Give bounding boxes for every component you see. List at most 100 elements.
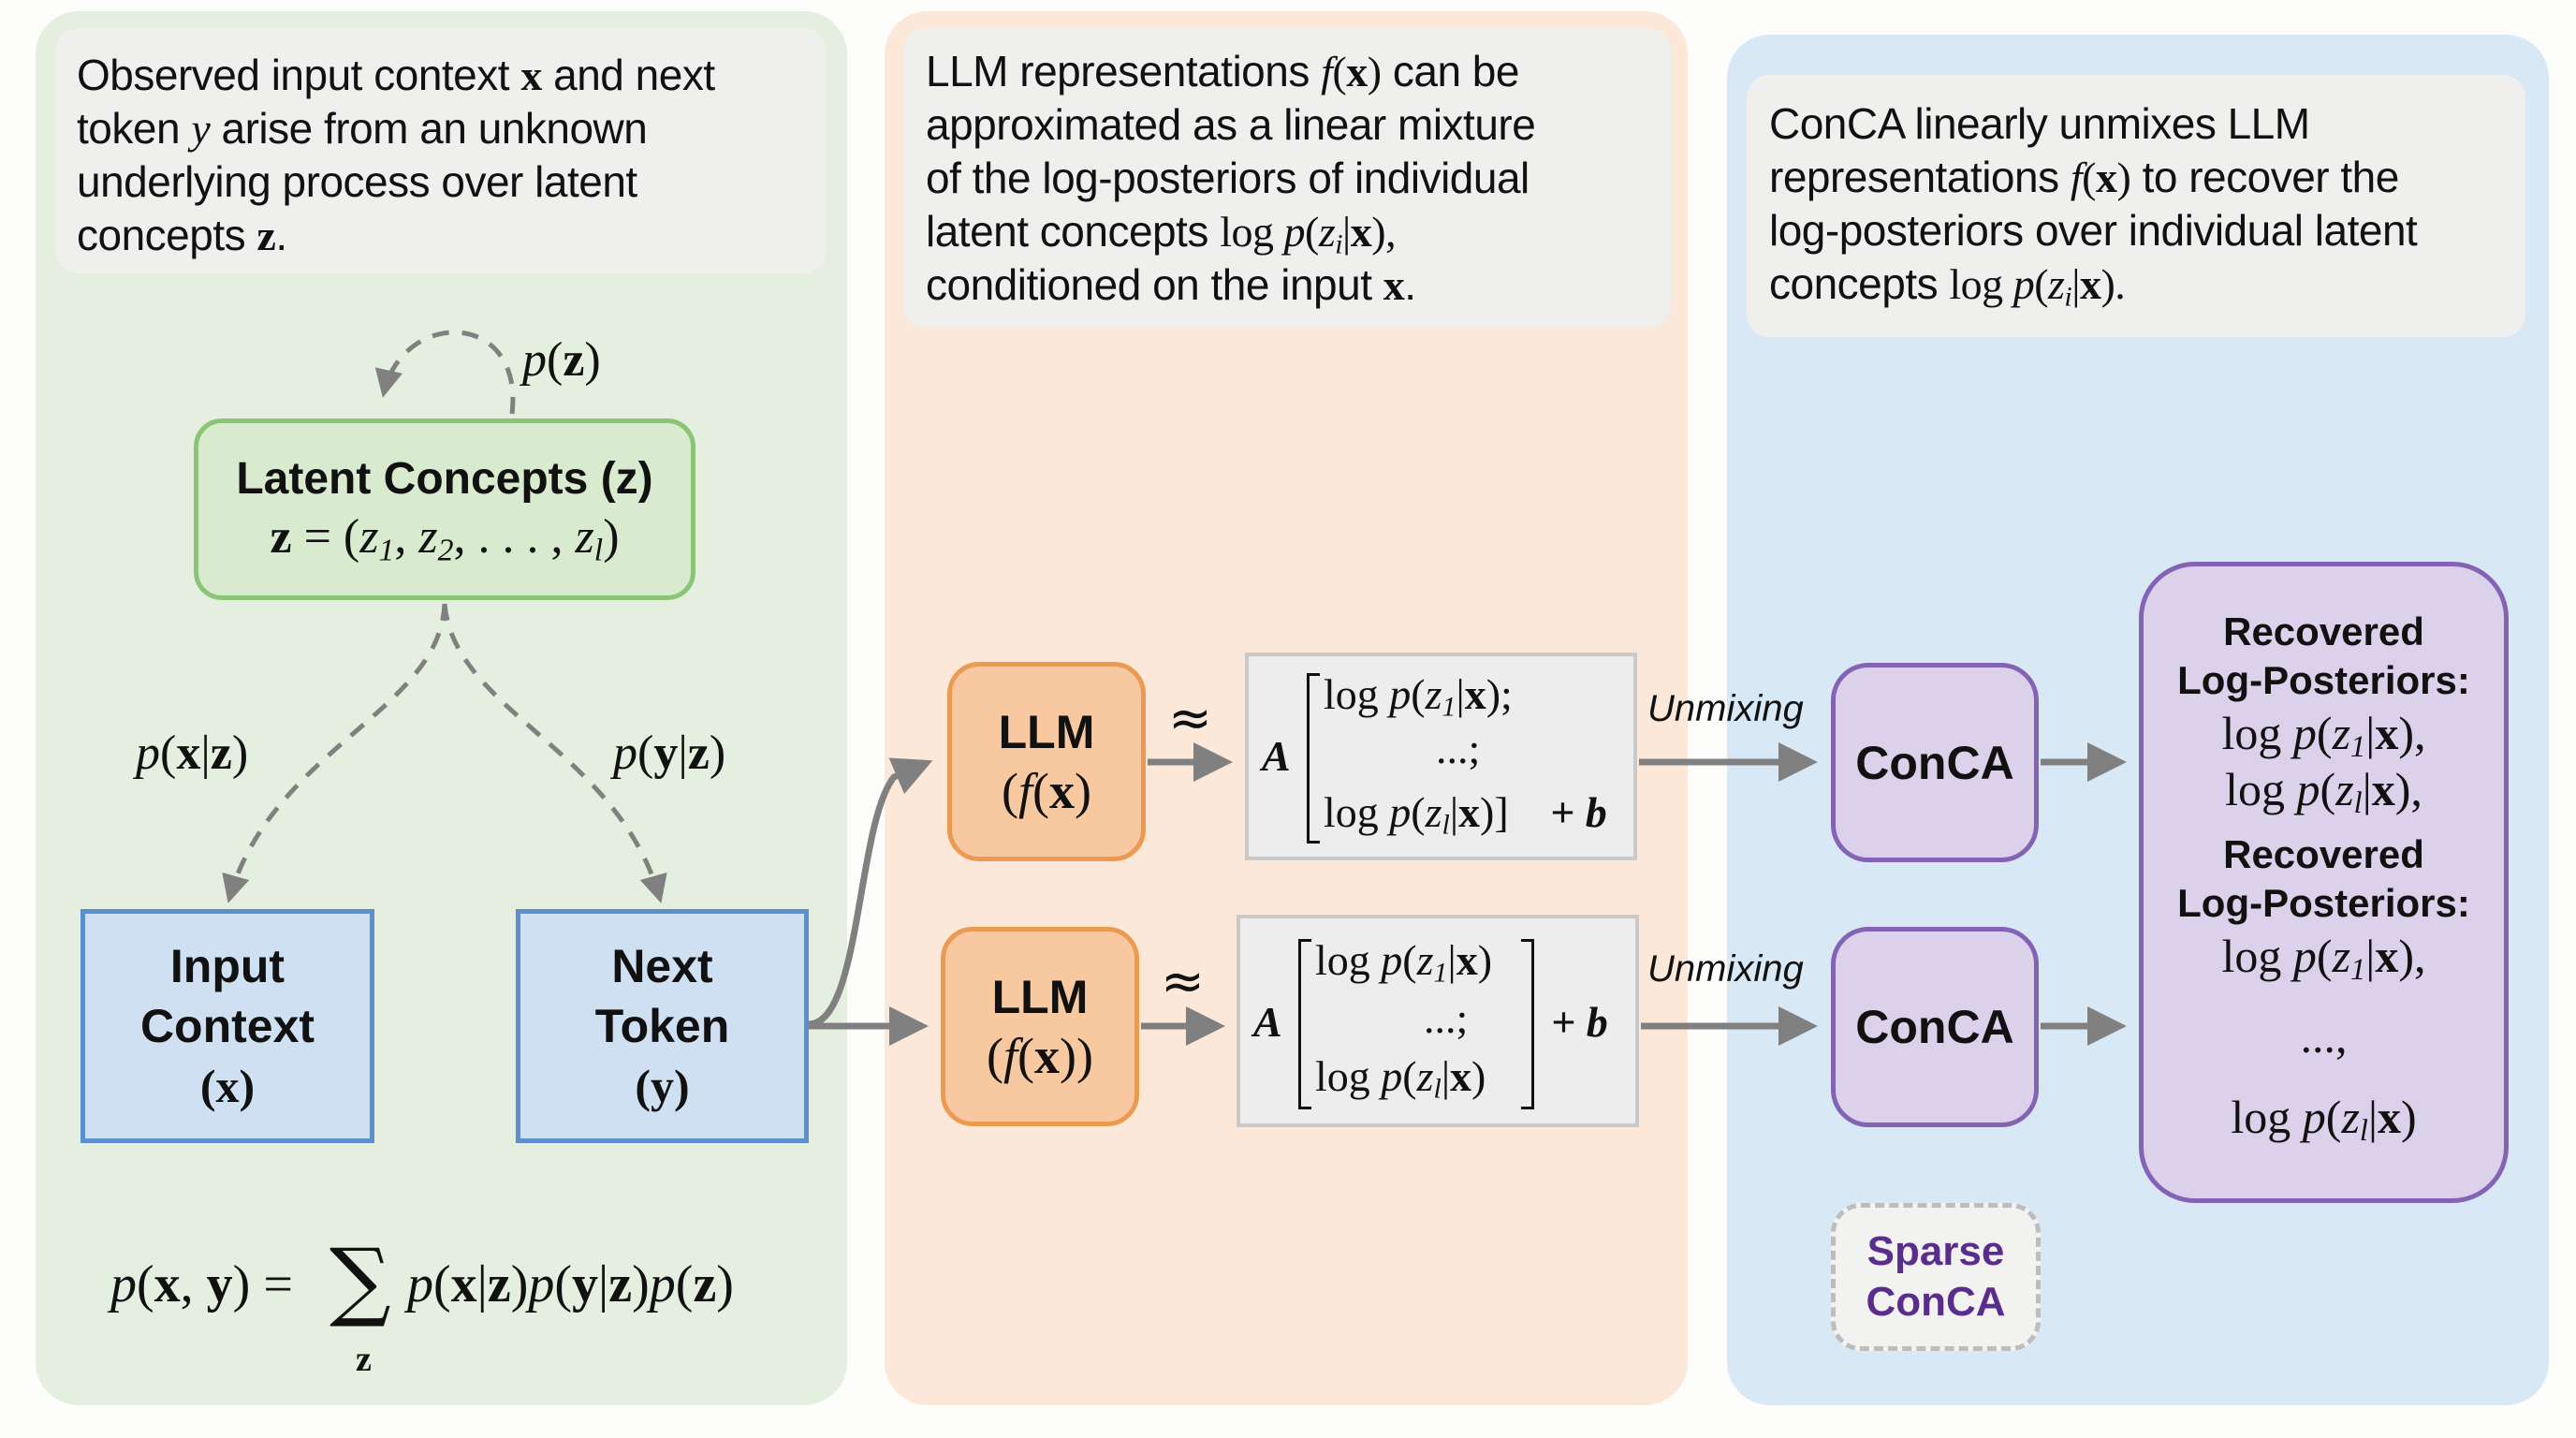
equation-row: ...; xyxy=(1424,994,1469,1042)
mixing-matrix-symbol: A xyxy=(1262,732,1291,780)
conca-box-1: ConCA xyxy=(1831,663,2039,862)
math-subscript: l xyxy=(2359,1114,2368,1149)
math-glyph: p xyxy=(613,726,637,780)
math-glyph: p xyxy=(2296,763,2320,815)
description-fragment: conditioned on the input xyxy=(926,260,1383,309)
recovered-formula: log p(zl|x), xyxy=(2225,761,2422,821)
description-fragment: ). xyxy=(2100,260,2126,308)
llm-title: LLM xyxy=(991,970,1089,1023)
math-glyph: z xyxy=(2332,707,2351,759)
description-fragment: x xyxy=(2095,154,2117,201)
math-glyph xyxy=(194,1255,207,1313)
sum-symbol: ∑ xyxy=(329,1230,391,1330)
recovered-heading: Recovered xyxy=(2223,832,2424,876)
description-line: concepts log p(zi|x). xyxy=(1769,257,2525,311)
math-subscript: l xyxy=(2353,786,2363,821)
llm-title: LLM xyxy=(998,705,1095,758)
math-glyph: ( xyxy=(1402,1052,1417,1100)
equation-row: log p(z1|x); xyxy=(1324,668,1513,722)
conca-label: ConCA xyxy=(1855,736,2014,789)
recovered-formula: log p(z1|x), xyxy=(2222,705,2426,762)
description-fragment: concepts xyxy=(77,211,257,259)
description-fragment: ( xyxy=(2034,260,2049,308)
math-glyph: | xyxy=(1447,936,1456,984)
mixture-equation-2: A log p(z1|x) ...; log p(zl|x) + b xyxy=(1237,915,1639,1127)
math-glyph: ( xyxy=(554,1255,573,1313)
latent-to-input-arrow xyxy=(222,603,447,903)
llm-formula: (f(x)) xyxy=(987,1026,1093,1086)
math-glyph: l xyxy=(1315,936,1327,984)
math-glyph: p xyxy=(2292,707,2317,759)
math-glyph: ( xyxy=(2316,707,2333,759)
math-glyph: x xyxy=(1034,1027,1060,1084)
math-glyph: g xyxy=(1356,670,1379,718)
math-glyph: ( xyxy=(343,510,360,564)
next-to-llm1-arrow xyxy=(808,757,933,1028)
math-glyph: p xyxy=(1381,936,1403,984)
math-glyph: ) xyxy=(2398,930,2414,982)
math-glyph xyxy=(406,510,418,564)
prior-label: p(z) xyxy=(522,332,601,388)
description-line: conditioned on the input x. xyxy=(926,258,1671,312)
math-glyph: l xyxy=(2221,930,2235,982)
math-glyph: ( xyxy=(547,333,564,387)
mixing-matrix-symbol: A xyxy=(1253,998,1282,1046)
math-glyph: ) xyxy=(1471,1052,1486,1100)
equation-row: ...; xyxy=(1436,725,1481,772)
math-glyph: | xyxy=(2362,763,2372,815)
recovered-heading: Log-Posteriors: xyxy=(2177,658,2470,702)
math-glyph: , xyxy=(2413,707,2426,759)
math-glyph: ) xyxy=(674,1060,690,1112)
math-glyph: , xyxy=(2413,930,2426,982)
recovered-heading: Log-Posteriors: xyxy=(2177,881,2470,925)
math-glyph: , xyxy=(180,1255,194,1313)
description-fragment: x xyxy=(2079,260,2101,308)
input-context-box: Input Context (x) xyxy=(80,909,374,1143)
math-glyph xyxy=(539,510,551,564)
math-glyph: ( xyxy=(637,726,654,780)
left-bracket xyxy=(1298,939,1311,1109)
math-glyph: ] xyxy=(1494,788,1509,836)
x-given-z-label: p(x|z) xyxy=(136,726,248,781)
math-glyph: z xyxy=(1425,788,1442,836)
math-glyph: p xyxy=(1381,1052,1403,1100)
math-glyph: z xyxy=(608,1255,633,1313)
description-fragment: z xyxy=(2048,260,2065,308)
math-subscript: 2 xyxy=(437,533,454,568)
llm-formula: (f(x) xyxy=(1002,761,1091,821)
math-glyph: x xyxy=(2375,930,2399,982)
description-fragment: and next xyxy=(541,51,715,99)
latent-to-next-arrow xyxy=(442,603,667,903)
math-glyph: ) xyxy=(709,726,726,780)
math-glyph: ( xyxy=(1032,762,1049,819)
math-glyph: . xyxy=(526,510,539,564)
right-bracket xyxy=(1521,939,1534,1109)
description-fragment: p xyxy=(2012,260,2035,308)
description-line: ConCA linearly unmixes LLM xyxy=(1769,97,2525,151)
math-glyph: ; xyxy=(1500,670,1513,718)
math-glyph: x xyxy=(1464,670,1486,718)
math-glyph xyxy=(1379,670,1390,718)
description-fragment: ) xyxy=(1367,48,1382,95)
mixture-equation-1: A log p(z1|x); ...; log p(zl|x)] + b xyxy=(1245,653,1637,860)
unmixing-label-1: Unmixing xyxy=(1647,688,1804,729)
description-fragment: representations xyxy=(1769,153,2071,201)
math-glyph: z xyxy=(270,510,292,564)
math-glyph: ( xyxy=(987,1027,1003,1084)
math-glyph: p xyxy=(136,726,160,780)
math-glyph: o xyxy=(1335,788,1357,836)
math-glyph: y xyxy=(572,1255,599,1313)
description-fragment: approximated as a linear mixture xyxy=(926,100,1536,149)
bias-term: + b xyxy=(1551,998,1608,1046)
math-glyph: p xyxy=(1389,788,1412,836)
math-glyph xyxy=(1379,788,1390,836)
approx-symbol-1: ≈ xyxy=(1168,688,1212,749)
next-box-symbol: (y) xyxy=(635,1056,689,1116)
math-glyph: ( xyxy=(2325,1091,2342,1143)
llm-box-2: LLM (f(x)) xyxy=(941,927,1139,1126)
math-glyph: p xyxy=(1389,670,1412,718)
description-fragment: log xyxy=(1220,208,1284,256)
math-glyph: z xyxy=(418,510,438,564)
math-glyph: f xyxy=(1003,1027,1018,1084)
